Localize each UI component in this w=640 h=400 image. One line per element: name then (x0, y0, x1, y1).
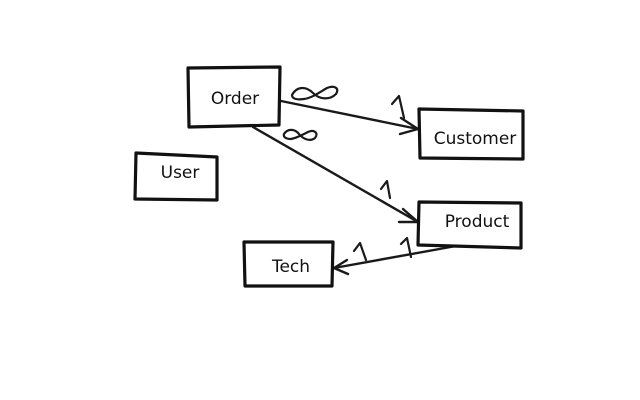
infinity-icon (290, 85, 339, 101)
entity-box (186, 65, 282, 129)
multiplicity-order-product-one: 1 (379, 179, 392, 200)
entity-box (417, 107, 525, 161)
multiplicity-order-customer-infinity: ∞ (290, 85, 339, 101)
edge-order-customer (279, 99, 420, 136)
entity-label: Customer (434, 129, 517, 149)
edge-product-tech (332, 244, 458, 276)
entity-label: Tech (271, 257, 310, 277)
edge-line-order-customer (279, 99, 420, 131)
entity-product[interactable]: Product (416, 200, 523, 250)
one-glyph-icon (379, 179, 392, 200)
entity-tech[interactable]: Tech (242, 240, 335, 288)
multiplicity-product-tech-one-near-product: 1 (399, 236, 413, 259)
entity-customer[interactable]: Customer (417, 107, 525, 161)
entity-label: User (161, 163, 200, 183)
one-glyph-icon (352, 241, 368, 262)
entity-box (242, 240, 335, 288)
edge-order-product (251, 125, 420, 224)
entity-box (416, 200, 523, 250)
one-glyph-icon (390, 94, 406, 120)
entity-label: Order (211, 89, 259, 109)
infinity-icon (282, 128, 318, 141)
multiplicity-order-product-infinity: ∞ (282, 128, 318, 141)
entity-order[interactable]: Order (186, 65, 282, 129)
edge-line-order-product (251, 125, 420, 224)
entity-box (133, 151, 219, 202)
edge-line-product-tech (332, 244, 458, 270)
multiplicity-order-customer-one: 1 (390, 94, 406, 120)
entity-user[interactable]: User (133, 151, 219, 202)
one-glyph-icon (399, 236, 413, 259)
multiplicity-product-tech-one-near-tech: 1 (352, 241, 368, 262)
entity-label: Product (445, 212, 510, 232)
